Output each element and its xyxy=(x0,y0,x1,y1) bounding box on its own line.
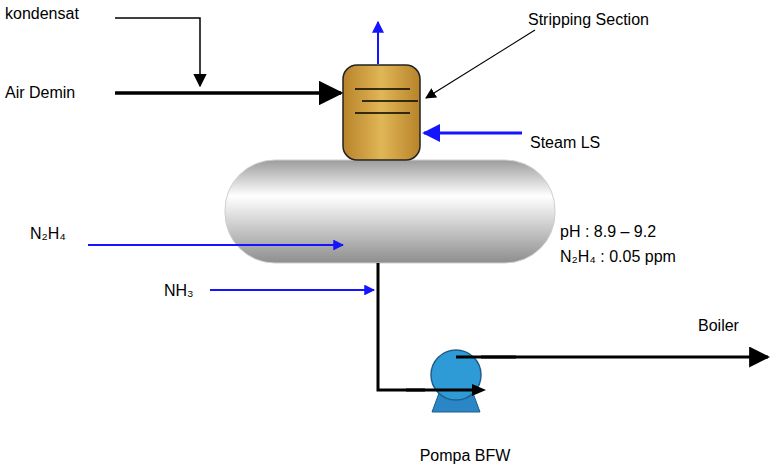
pump-inlet-head xyxy=(472,384,486,396)
vent-arrow xyxy=(377,22,379,64)
pump: Pompa BFW xyxy=(406,345,524,467)
demin-water-line xyxy=(115,91,341,95)
equipment-label: Pompa BFW xyxy=(406,447,524,465)
pump-symbol xyxy=(406,345,516,435)
spec-note: N₂H₄ : 0.05 ppm xyxy=(560,247,676,266)
stripping-column xyxy=(343,65,420,160)
part-name: Stripping Section xyxy=(528,10,649,29)
chemical-label: N₂H₄ xyxy=(30,224,66,243)
boiler-feed-line xyxy=(481,356,768,359)
spec-note: pH : 8.9 – 9.2 xyxy=(560,222,656,241)
pump-inlet xyxy=(406,389,472,392)
hydrazine-line xyxy=(88,244,343,246)
ammonia-line xyxy=(210,289,374,291)
destination-label: Boiler xyxy=(698,316,739,335)
deaerator-drum xyxy=(225,160,555,263)
chemical-label: NH₃ xyxy=(164,281,194,300)
stream-label: Steam LS xyxy=(530,133,600,152)
leader-line xyxy=(426,30,535,98)
outlet-pipe xyxy=(378,263,425,390)
tray xyxy=(355,112,410,114)
stream-label: kondensat xyxy=(5,4,79,23)
tray xyxy=(355,88,410,90)
condensate-line xyxy=(115,18,200,86)
stream-label: Air Demin xyxy=(5,83,75,102)
pump-outlet xyxy=(456,356,516,359)
steam-line xyxy=(424,132,522,135)
tray xyxy=(362,100,418,102)
